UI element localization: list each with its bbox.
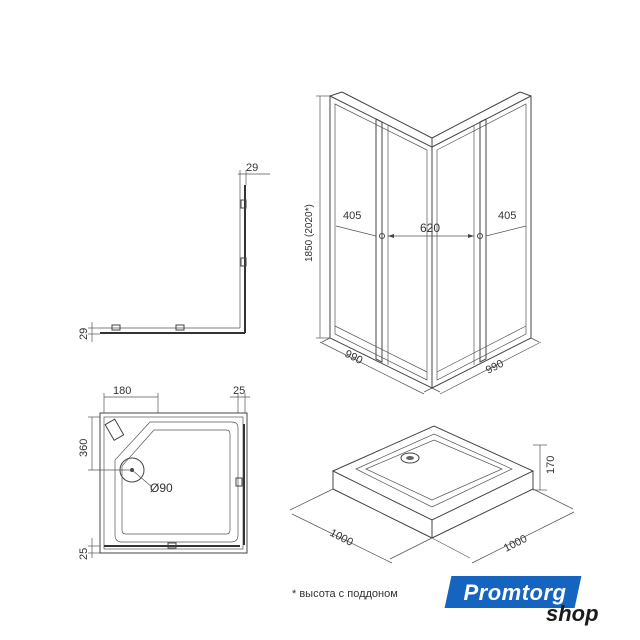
door-center-label: 620 <box>420 221 440 235</box>
top-width-label: 180 <box>113 385 131 397</box>
profile-left-label: 29 <box>78 328 90 340</box>
height-dimension: 1850 (2020*) <box>304 95 330 339</box>
bottom-left-label: 25 <box>78 548 90 560</box>
door-width-dimensions: 405 620 405 <box>335 210 527 238</box>
logo-brand: Promtorg <box>463 580 567 605</box>
base-left-label: 990 <box>343 348 365 367</box>
profile-top-label: 29 <box>246 162 258 174</box>
side-height-label: 360 <box>78 439 90 457</box>
top-right-label: 25 <box>233 385 245 397</box>
logo-suffix: shop <box>546 601 599 626</box>
door-right-label: 405 <box>498 210 516 222</box>
drain-label: Ø90 <box>150 481 173 495</box>
profile-view: 29 29 <box>78 162 270 342</box>
door-left-label: 405 <box>343 210 361 222</box>
cabin-3d-view <box>329 91 532 389</box>
height-label: 1850 (2020*) <box>304 204 315 262</box>
tray-left-label: 1000 <box>328 527 355 549</box>
tray-right-label: 1000 <box>502 533 529 555</box>
tray-3d-view: 1000 1000 170 <box>289 425 575 564</box>
footnote: * высота с поддоном <box>292 588 398 600</box>
tray-height-label: 170 <box>545 456 557 474</box>
base-dimensions: 990 990 <box>319 337 542 395</box>
tray-top-view: Ø90 180 25 360 25 <box>78 385 250 560</box>
